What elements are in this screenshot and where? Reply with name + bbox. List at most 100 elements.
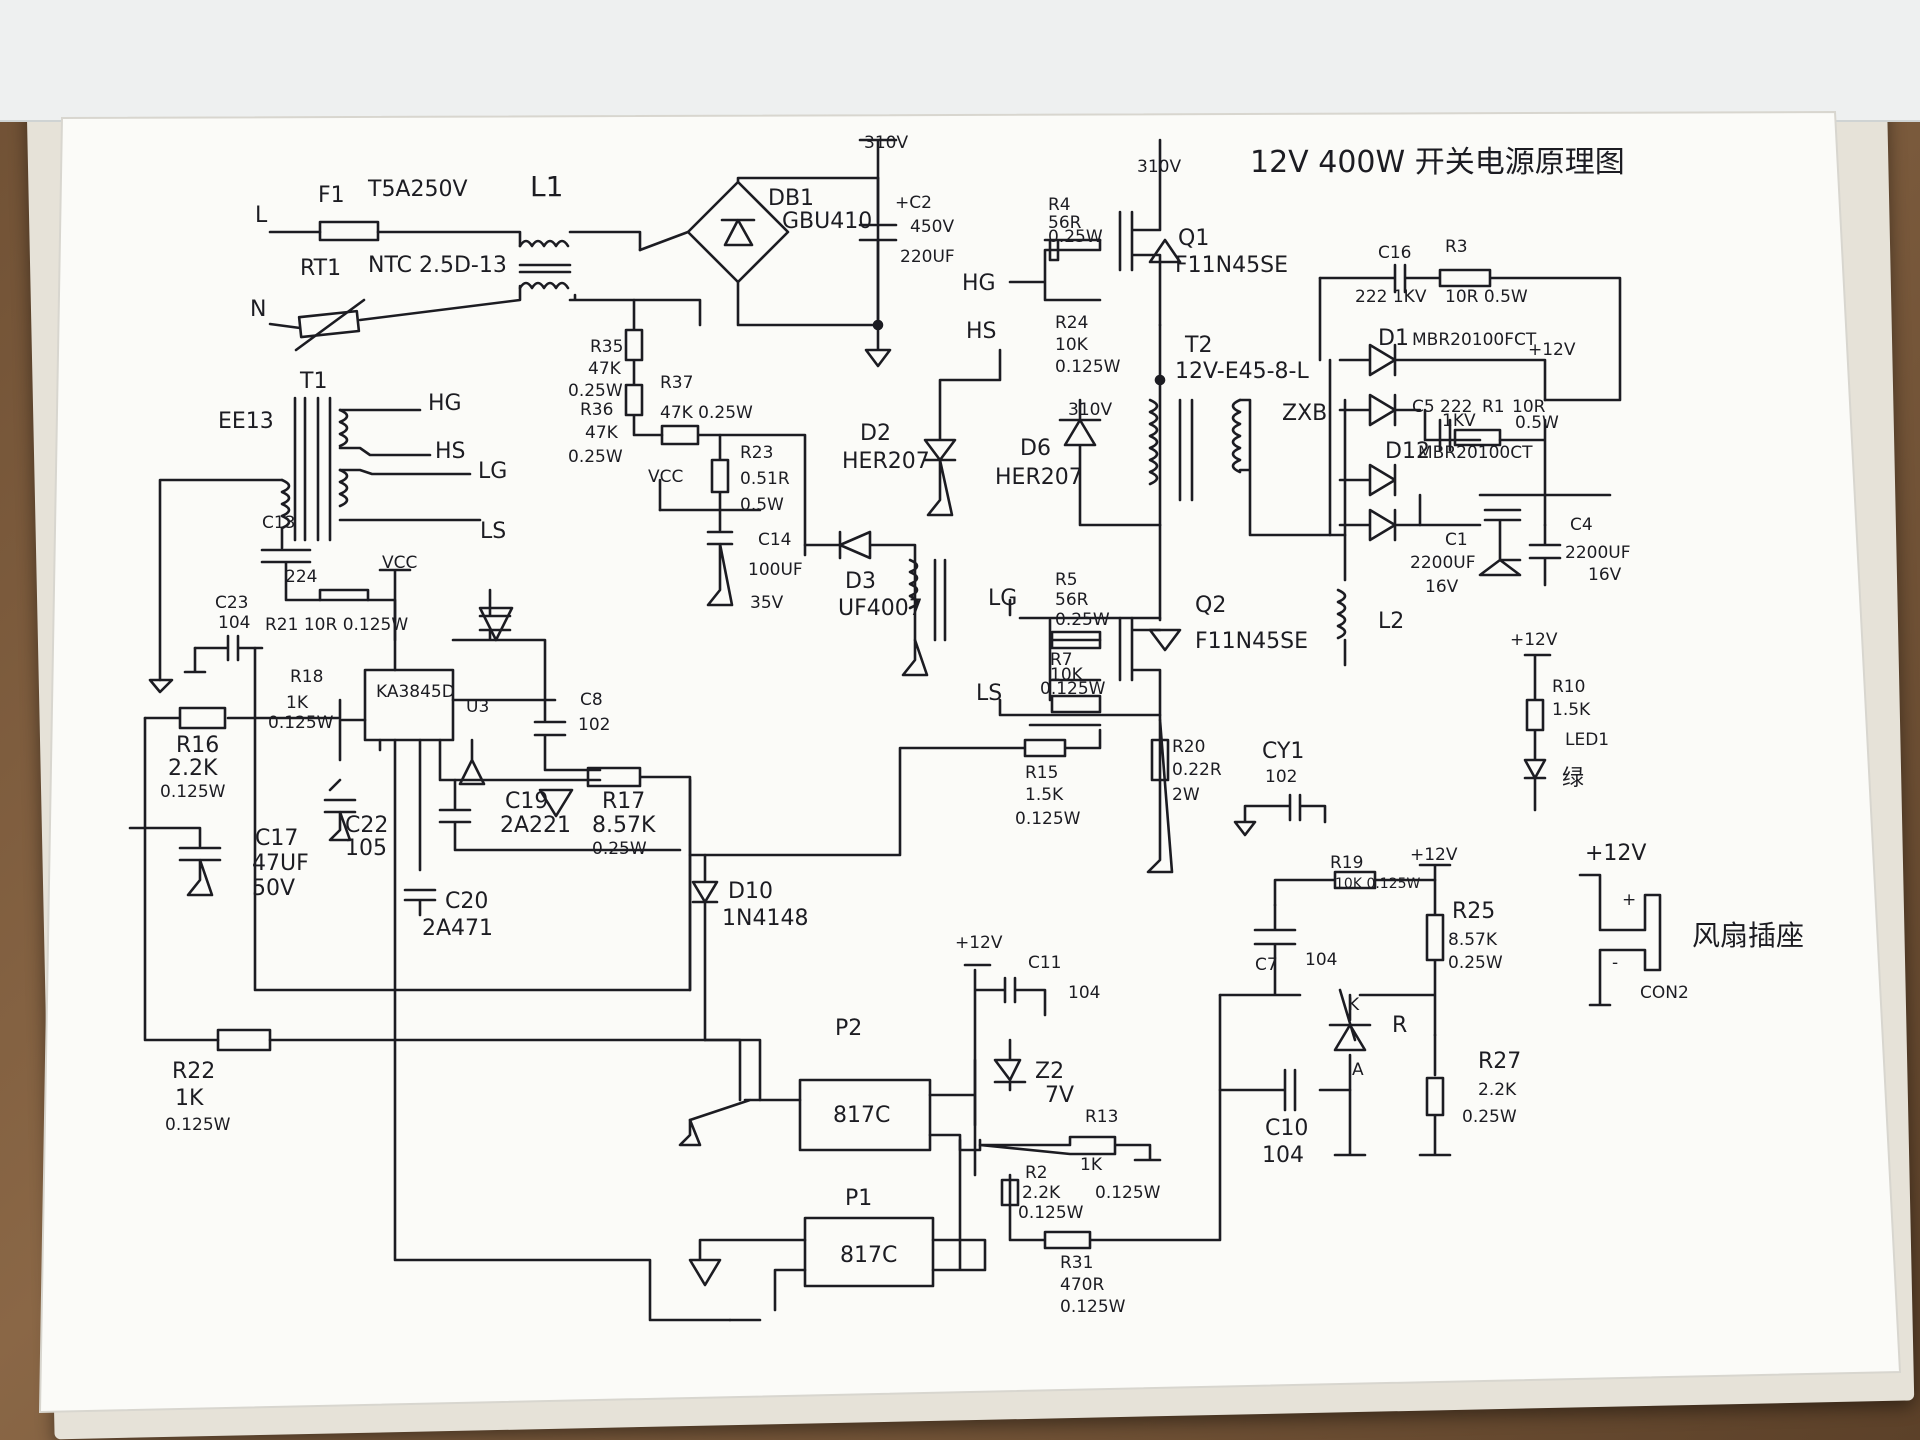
label-C4-v: 16V: [1588, 565, 1622, 585]
label-R36: R36: [580, 400, 613, 420]
label-D1-val: MBR20100FCT: [1412, 330, 1537, 350]
paper-sheet: [38, 110, 1902, 1414]
label-D12-val: MBR20100CT: [1418, 443, 1533, 463]
label-D12: D12: [1385, 439, 1430, 464]
label-C1: C1: [1445, 530, 1468, 550]
label-C17-v: 50V: [252, 876, 295, 901]
label-R10: R10: [1552, 677, 1585, 697]
label-TL431-A: A: [1352, 1060, 1364, 1080]
label-LG-node: LG: [988, 586, 1017, 611]
label-R37-val: 47K 0.25W: [660, 403, 753, 423]
label-R17: R17: [602, 789, 645, 814]
label-D2: D2: [860, 421, 891, 446]
label-T1-LS: LS: [480, 519, 506, 544]
label-R23-w: 0.5W: [740, 495, 784, 515]
label-TL431-K: K: [1348, 995, 1360, 1015]
label-con2-plus: +: [1622, 890, 1636, 910]
label-Q2: Q2: [1195, 593, 1226, 618]
label-R5-val: 56R: [1055, 590, 1089, 610]
label-R25-w: 0.25W: [1448, 953, 1503, 973]
label-C10: C10: [1265, 1116, 1308, 1141]
label-R3-val: 10R 0.5W: [1445, 287, 1528, 307]
label-R13-val: 1K: [1080, 1155, 1103, 1175]
label-R13: R13: [1085, 1107, 1118, 1127]
label-Q1: Q1: [1178, 226, 1209, 251]
label-R5: R5: [1055, 570, 1078, 590]
label-D10: D10: [728, 879, 773, 904]
label-C2: +C2: [895, 193, 932, 213]
label-T2: T2: [1184, 333, 1212, 358]
label-R19-val: 10K 0.125W: [1335, 876, 1421, 892]
label-VCC-u3: VCC: [382, 553, 417, 573]
label-R24: R24: [1055, 313, 1088, 333]
label-R20-w: 2W: [1172, 785, 1200, 805]
label-R20-val: 0.22R: [1172, 760, 1222, 780]
label-C14-val: 100UF: [748, 560, 803, 580]
label-CON2: CON2: [1640, 983, 1689, 1003]
label-D6-val: HER207: [995, 465, 1083, 490]
label-C17: C17: [255, 826, 298, 851]
label-12V-r19: +12V: [1410, 845, 1458, 865]
label-C4-val: 2200UF: [1565, 543, 1631, 563]
label-R7-w: 0.125W: [1040, 679, 1106, 699]
label-C10-val: 104: [1262, 1143, 1304, 1168]
label-12V-led: +12V: [1510, 630, 1558, 650]
label-R36-w: 0.25W: [568, 447, 623, 467]
label-C22-val: 105: [345, 836, 387, 861]
label-C16-val: 222 1KV: [1355, 287, 1427, 307]
label-R36-val: 47K: [585, 423, 619, 443]
label-R1-w: 0.5W: [1515, 413, 1559, 433]
label-con2-minus: -: [1612, 953, 1618, 973]
label-DB1: DB1: [768, 186, 814, 211]
label-L2: L2: [1378, 609, 1404, 634]
label-C8-val: 102: [578, 715, 610, 735]
label-C23: C23: [215, 593, 249, 613]
label-F1-val: T5A250V: [367, 177, 468, 202]
label-R37: R37: [660, 373, 693, 393]
label-RT1-val: NTC 2.5D-13: [368, 253, 507, 278]
label-R27: R27: [1478, 1049, 1521, 1074]
label-R13-w: 0.125W: [1095, 1183, 1161, 1203]
label-T1-LG: LG: [478, 459, 507, 484]
label-R22-w: 0.125W: [165, 1115, 231, 1135]
label-HS-node: HS: [966, 319, 997, 344]
label-310V-d6: 310V: [1068, 400, 1112, 420]
label-C2-value: 220UF: [900, 247, 955, 267]
label-T1-HG: HG: [428, 391, 462, 416]
label-R4-val: 56R: [1048, 213, 1082, 233]
label-C22: C22: [345, 813, 388, 838]
label-D2-val: HER207: [842, 449, 930, 474]
label-CY1-val: 102: [1265, 767, 1297, 787]
label-fan-socket: 风扇插座: [1692, 919, 1804, 952]
label-R31-w: 0.125W: [1060, 1297, 1126, 1317]
label-R4: R4: [1048, 195, 1071, 215]
label-C7-val: 104: [1305, 950, 1337, 970]
label-T2-val: 12V-E45-8-L: [1175, 359, 1309, 384]
label-R15-w: 0.125W: [1015, 809, 1081, 829]
label-R17-w: 0.25W: [592, 839, 647, 859]
label-R23: R23: [740, 443, 773, 463]
label-12V-con2: +12V: [1585, 841, 1646, 866]
label-C19-val: 2A221: [500, 813, 571, 838]
label-Q1-val: F11N45SE: [1175, 253, 1288, 278]
label-C8: C8: [580, 690, 603, 710]
wires: [128, 138, 1662, 1322]
schematic-labels: 12V 400W 开关电源原理图 L N F1 T5A250V L1 RT1 N…: [160, 133, 1804, 1317]
label-R24-w: 0.125W: [1055, 357, 1121, 377]
label-R16-val: 2.2K: [168, 756, 218, 781]
label-C7: C7: [1255, 955, 1278, 975]
label-R27-w: 0.25W: [1462, 1107, 1517, 1127]
label-R2-val: 2.2K: [1022, 1183, 1061, 1203]
label-R20: R20: [1172, 737, 1205, 757]
label-C19: C19: [505, 789, 548, 814]
label-Z2-val: 7V: [1045, 1083, 1074, 1108]
label-R22: R22: [172, 1059, 215, 1084]
label-C5-val: 222: [1440, 397, 1472, 417]
label-C23-val: 104: [218, 613, 250, 633]
label-R31-val: 470R: [1060, 1275, 1104, 1295]
label-R2-w: 0.125W: [1018, 1203, 1084, 1223]
label-R10-val: 1.5K: [1552, 700, 1591, 720]
label-C11: C11: [1028, 953, 1062, 973]
label-R4-w: 0.25W: [1048, 227, 1103, 247]
label-R25-val: 8.57K: [1448, 930, 1498, 950]
